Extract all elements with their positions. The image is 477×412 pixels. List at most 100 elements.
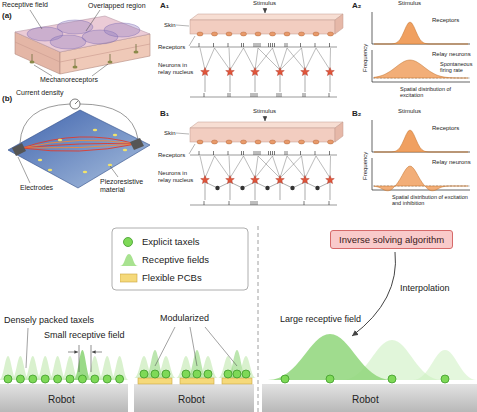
swatch-shape	[124, 238, 133, 247]
skin-top	[15, 16, 150, 52]
relay-neuron	[326, 68, 335, 76]
axon	[280, 48, 302, 70]
spike	[260, 151, 261, 155]
spike	[303, 93, 304, 97]
dimension-arrow	[68, 352, 78, 353]
current-line	[22, 144, 136, 151]
mechanoreceptor	[73, 65, 78, 68]
particle	[113, 134, 117, 137]
receptor	[270, 140, 276, 144]
skin-side	[335, 122, 343, 142]
label: Stimulus	[253, 108, 276, 115]
axon	[229, 48, 230, 70]
piezoresistive-sheet	[8, 110, 150, 188]
label: Receptive field	[2, 1, 48, 9]
particle	[83, 171, 87, 174]
spike	[272, 151, 273, 155]
label: Stimulus	[398, 0, 421, 7]
divider	[258, 226, 259, 412]
label: Skin	[164, 22, 176, 29]
skin-side	[335, 14, 343, 34]
receptor	[328, 140, 334, 144]
robot-base	[262, 384, 477, 412]
stimulus-arrow	[265, 8, 266, 13]
spike	[254, 43, 255, 47]
spike	[241, 43, 242, 47]
axon	[287, 156, 305, 178]
axon	[330, 156, 332, 178]
axon	[205, 182, 206, 200]
axon	[255, 74, 256, 92]
relay-neuron	[276, 176, 285, 184]
relay-neuron	[226, 176, 235, 184]
axon	[273, 48, 281, 70]
axon	[316, 156, 330, 178]
axon	[230, 182, 231, 200]
label: Relay neurons	[432, 159, 471, 166]
leader-line	[86, 10, 100, 31]
axon	[200, 48, 205, 70]
robot-base	[0, 384, 128, 412]
spike	[287, 151, 288, 155]
axon	[258, 156, 280, 178]
spike	[254, 151, 255, 155]
flexible-pcb	[180, 378, 214, 384]
label: Electrodes	[20, 184, 53, 192]
taxel	[103, 375, 111, 383]
wrapped-label: Frequency	[362, 152, 369, 180]
taxel	[54, 375, 62, 383]
skin-top	[190, 122, 343, 128]
taxel	[193, 370, 201, 378]
spike	[277, 93, 278, 97]
taxel	[41, 375, 49, 383]
receptor	[299, 140, 305, 144]
label: Small receptive field	[44, 331, 125, 341]
spike	[304, 201, 305, 205]
spike	[274, 151, 275, 155]
receptive-field	[268, 334, 392, 380]
axon	[305, 74, 306, 92]
spike	[260, 43, 261, 47]
spike	[329, 201, 330, 205]
spike	[228, 93, 229, 97]
label: Neurons in relay nucleus	[158, 170, 198, 183]
mechanoreceptor	[134, 50, 139, 53]
spike	[243, 151, 244, 155]
graph-axis	[372, 12, 470, 44]
spike	[255, 93, 256, 97]
skin-top	[190, 14, 343, 20]
label: Neurons in relay nucleus	[158, 62, 198, 75]
particle	[38, 159, 42, 162]
axon	[280, 182, 281, 200]
spike	[256, 151, 257, 155]
excitation-curve	[374, 130, 468, 152]
label: Spatial distribution of excitation and i…	[392, 194, 472, 206]
relay-neuron	[251, 176, 260, 184]
dimension-line	[91, 345, 92, 372]
label: Robot	[352, 394, 379, 405]
receptor	[255, 32, 261, 36]
taxel	[78, 375, 86, 383]
node-text: Inverse solving algorithm	[339, 234, 444, 245]
taxel	[326, 375, 334, 383]
relay-neuron	[301, 68, 310, 76]
receptor	[197, 140, 203, 144]
label: Skin	[164, 130, 176, 137]
leader-line	[30, 10, 42, 29]
label: Spatial distribution of excitation	[400, 86, 475, 98]
axon	[302, 48, 306, 70]
receptor	[313, 32, 319, 36]
spike	[300, 43, 301, 47]
spike	[285, 151, 286, 155]
label: Overlapped region	[88, 2, 146, 10]
spike	[315, 43, 316, 47]
receptor	[328, 32, 334, 36]
label: Relay neurons	[432, 51, 471, 58]
taxel	[281, 375, 289, 383]
leader-line	[155, 327, 175, 366]
label: Current density	[16, 89, 63, 97]
current-line	[22, 137, 136, 148]
dimension-line	[79, 345, 80, 372]
receptor	[313, 140, 319, 144]
leader-line	[176, 25, 189, 26]
